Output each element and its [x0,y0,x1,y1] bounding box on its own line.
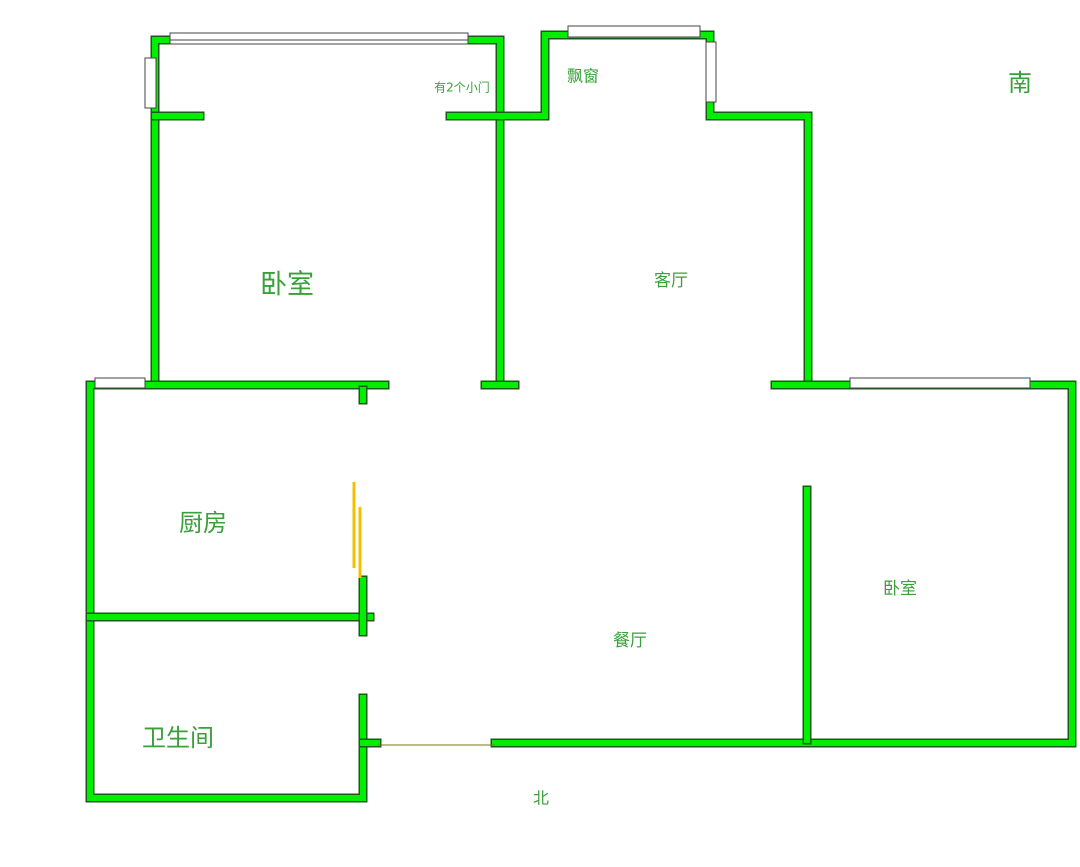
label-north: 北 [533,789,549,808]
wall-segment [85,380,390,803]
doors [352,482,495,746]
label-dining-room: 餐厅 [613,631,647,651]
wall-segment [492,382,1075,746]
window-bay-top [567,25,701,38]
label-bedroom-top: 卧室 [260,270,314,301]
label-south: 南 [1008,69,1032,97]
wall-segment [87,382,388,801]
window-bay-side [705,41,717,103]
label-living-room: 客厅 [654,271,688,291]
windows [94,25,1031,389]
label-kitchen: 厨房 [179,509,227,537]
window-right-bedroom [849,377,1031,389]
window-kitchen [94,377,146,389]
label-bedroom-right: 卧室 [883,579,917,599]
window-top-bedroom [169,32,469,45]
label-bathroom: 卫生间 [142,724,214,752]
window-left-bedroom [144,57,157,109]
label-bay-window: 飘窗 [567,67,599,86]
label-note-doors: 有2个小门 [434,80,490,95]
walls [85,30,1077,803]
wall-segment [447,32,811,388]
room-labels: 卧室 有2个小门 飘窗 南 客厅 厨房 餐厅 卧室 卫生间 北 [142,67,1032,808]
wall-segment [490,380,1077,748]
